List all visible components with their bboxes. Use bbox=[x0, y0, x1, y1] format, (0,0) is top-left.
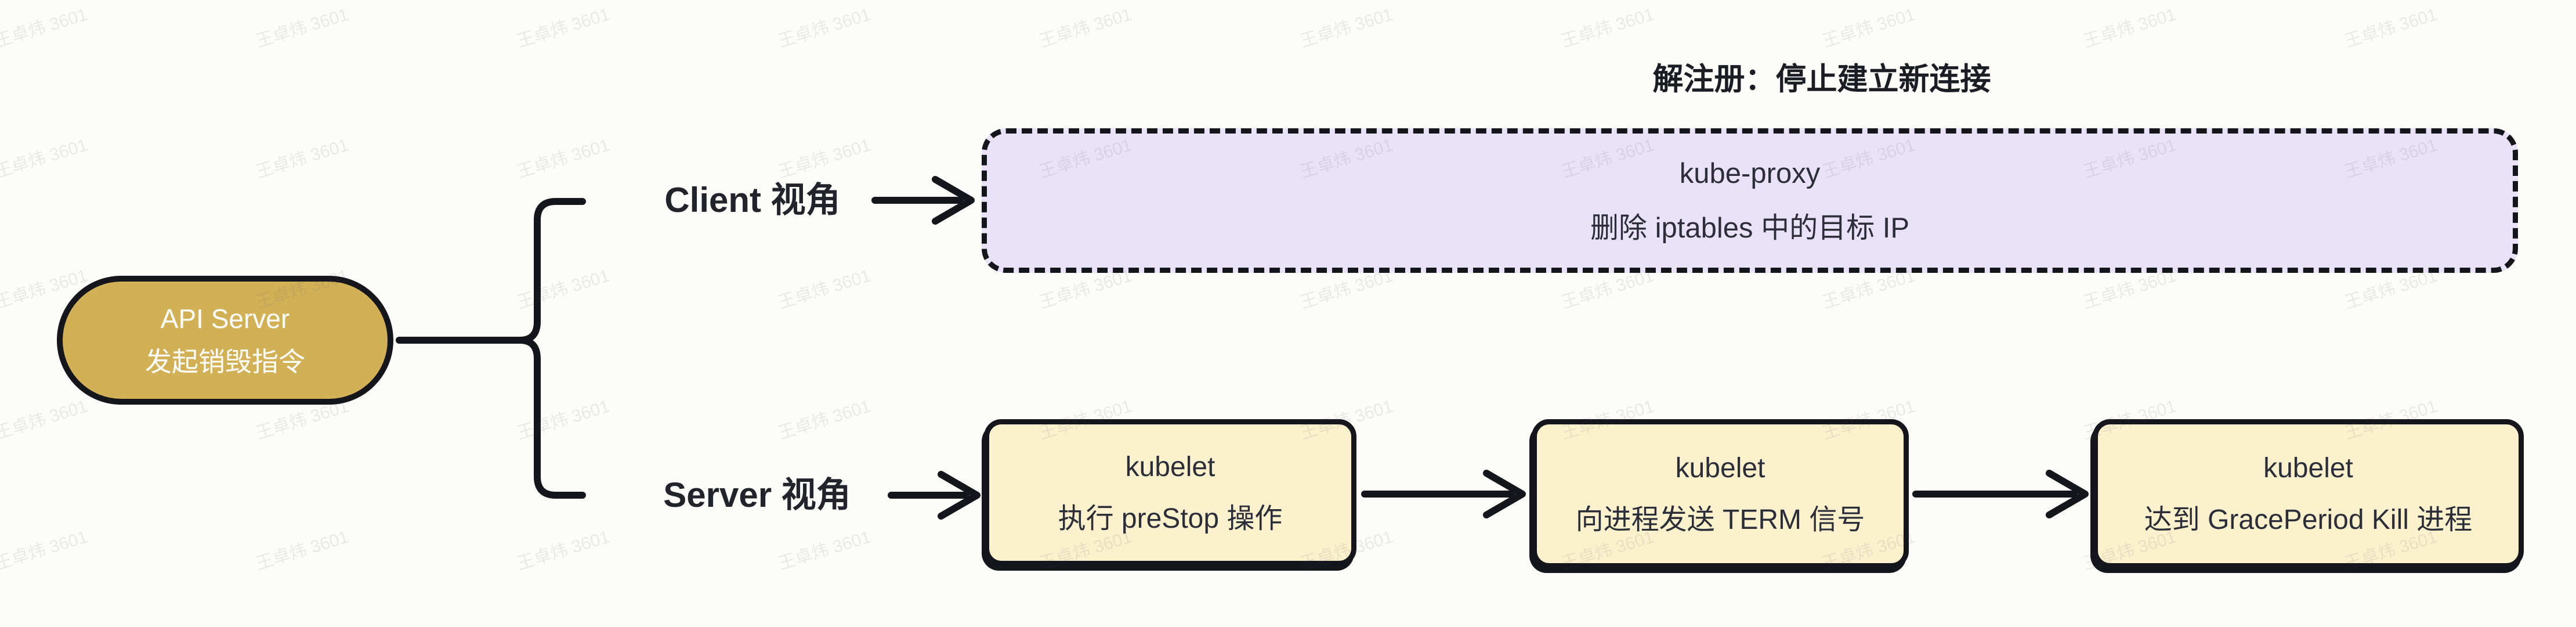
kube-proxy-node-detail: 删除 iptables 中的目标 IP bbox=[1590, 212, 1910, 244]
client-branch-label: Client 视角 bbox=[664, 181, 841, 219]
root-node-subtitle: 发起销毁指令 bbox=[145, 347, 305, 377]
root-node-title: API Server bbox=[160, 304, 290, 334]
kubelet-graceperiod-kill-node: kubelet 达到 GracePeriod Kill 进程 bbox=[2093, 419, 2524, 568]
kubelet-prestop-node: kubelet 执行 preStop 操作 bbox=[984, 419, 1356, 566]
kube-proxy-node-title: kube-proxy bbox=[1679, 157, 1821, 189]
client-branch-line bbox=[516, 198, 586, 344]
step1-detail: 执行 preStop 操作 bbox=[1058, 503, 1283, 534]
server-branch-line bbox=[516, 337, 586, 499]
kubelet-term-signal-node: kubelet 向进程发送 TERM 信号 bbox=[1532, 419, 1909, 568]
client-arrowhead-icon bbox=[932, 176, 975, 225]
kube-proxy-node: kube-proxy 删除 iptables 中的目标 IP bbox=[982, 128, 2518, 273]
step1-step2-arrowhead-icon bbox=[1483, 470, 1526, 518]
step1-title: kubelet bbox=[1125, 451, 1215, 482]
step3-detail: 达到 GracePeriod Kill 进程 bbox=[2144, 504, 2473, 535]
api-server-root-node: API Server 发起销毁指令 bbox=[57, 276, 393, 405]
server-arrowhead-icon bbox=[938, 471, 981, 520]
step2-title: kubelet bbox=[1675, 452, 1765, 484]
deregister-annotation: 解注册：停止建立新连接 bbox=[1652, 62, 1991, 96]
server-branch-label: Server 视角 bbox=[663, 475, 851, 514]
step2-detail: 向进程发送 TERM 信号 bbox=[1575, 504, 1865, 535]
step2-step3-arrowhead-icon bbox=[2046, 470, 2089, 518]
step3-title: kubelet bbox=[2263, 452, 2353, 484]
